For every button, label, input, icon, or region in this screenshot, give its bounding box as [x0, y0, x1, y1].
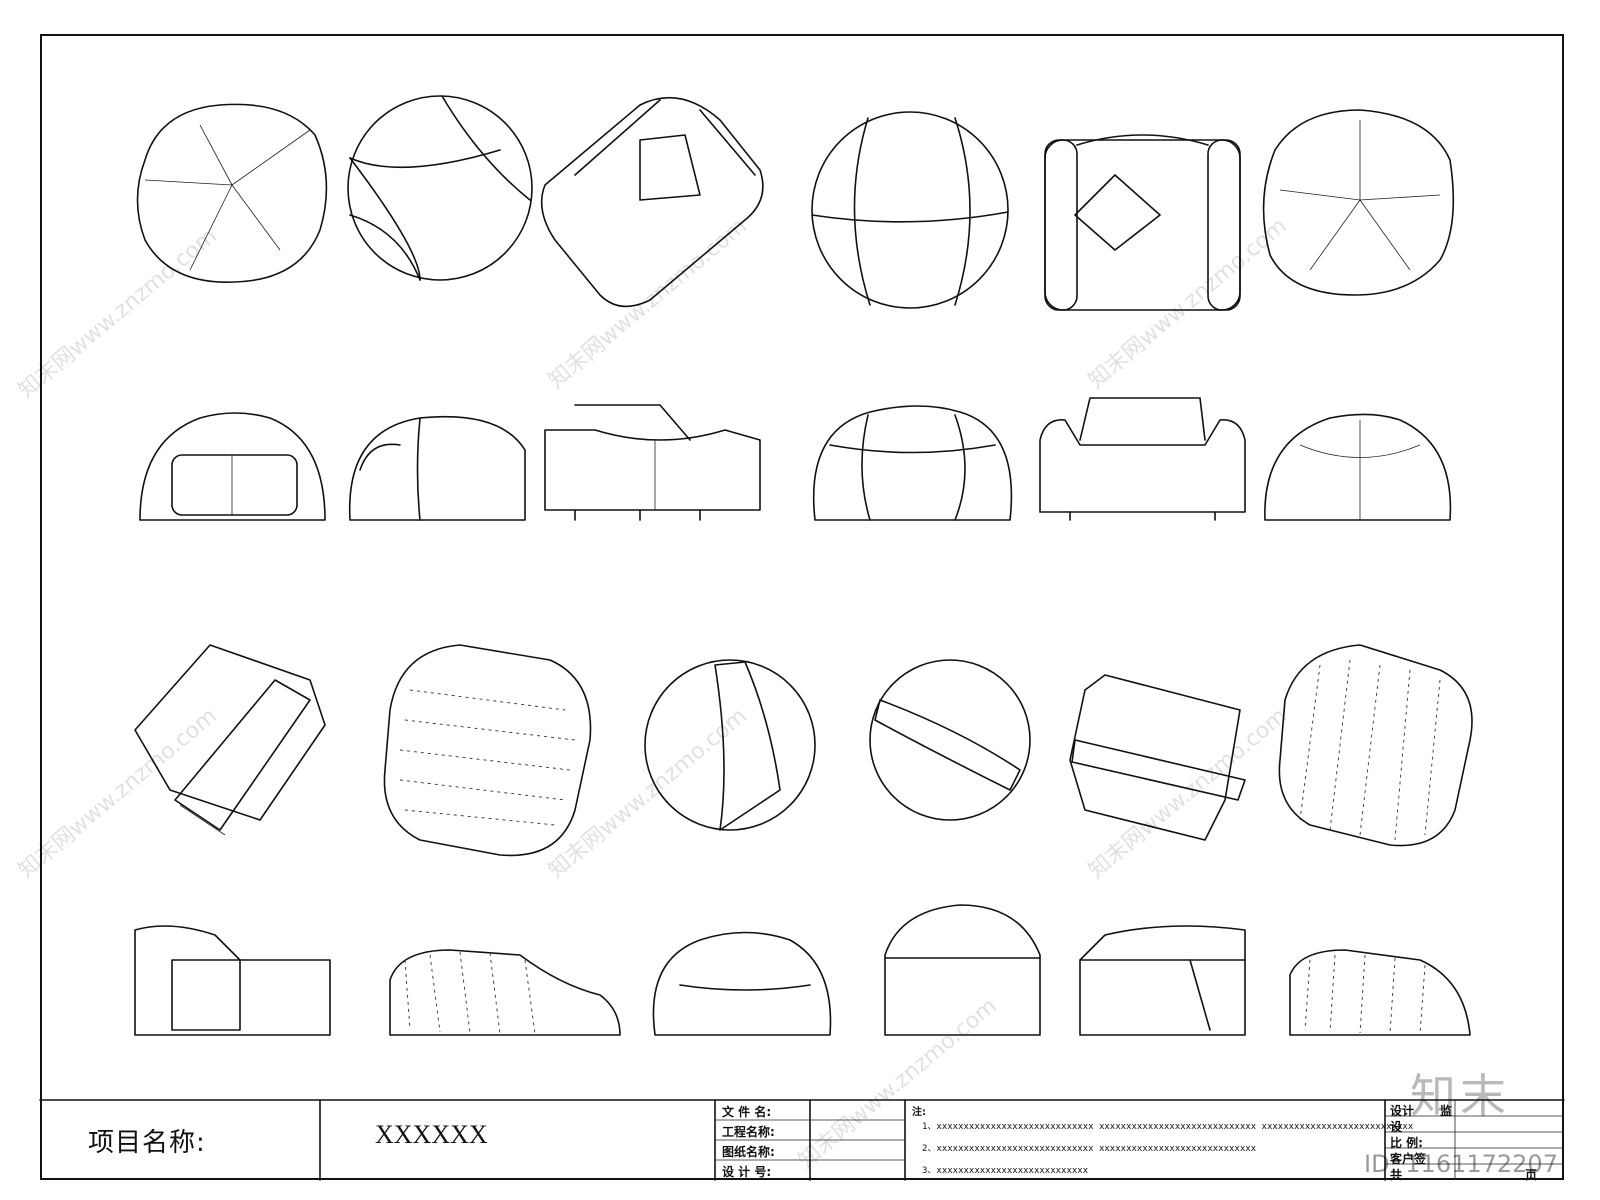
lounge-throw-elevation-1 [134, 925, 331, 1036]
notes-label: 注: [912, 1107, 926, 1118]
project-name-field-label: 工程名称: [722, 1125, 775, 1139]
pouf-sphere-elevation [812, 405, 1013, 521]
woven-pouf-plan-2 [1278, 644, 1473, 847]
beanbag-throw-plan-4 [1069, 674, 1246, 841]
armchair-elevation [1039, 397, 1246, 521]
beanbag-plan-2 [1262, 109, 1455, 296]
client-signature-label: 客户签 [1390, 1152, 1427, 1166]
project-name-label: 项目名称: [88, 1128, 206, 1158]
drawing-frame [40, 34, 1564, 1180]
beanbag-throw-elevation-1 [652, 931, 832, 1036]
beanbag-throw-plan-3 [869, 659, 1031, 821]
page-label: 页 [1525, 1168, 1538, 1182]
design-label: 设 [1390, 1120, 1403, 1134]
woven-lounge-elevation-2 [1289, 949, 1471, 1036]
beanbag-throw-plan-2 [644, 659, 816, 831]
total-pages-label: 共 [1390, 1168, 1403, 1182]
pouf-round-plan [347, 95, 533, 281]
armchair-plan-square [1044, 134, 1241, 311]
title-block-grid [39, 1099, 1565, 1181]
watermark-id: ID: 1161172207 [1364, 1150, 1558, 1178]
design-number-label: 设 计 号: [722, 1165, 772, 1179]
note-line: 1、xxxxxxxxxxxxxxxxxxxxxxxxxxxxx xxxxxxxx… [922, 1122, 1414, 1132]
file-name-label: 文 件 名: [722, 1105, 772, 1119]
beanbag-plan-1 [136, 103, 328, 283]
beanbag-throw-elevation-2 [884, 904, 1041, 1036]
pouf-sphere-plan [811, 111, 1009, 309]
woven-pouf-plan-1 [383, 644, 592, 857]
drawing-name-label: 图纸名称: [722, 1145, 775, 1159]
designer-label: 设计 [1390, 1104, 1415, 1118]
sofa-chair-elevation [544, 404, 761, 521]
armchair-plan-angled [540, 97, 764, 308]
pouf-elevation [348, 415, 526, 521]
beanbag-elevation-1 [139, 412, 326, 521]
lounge-throw-elevation-2 [1079, 925, 1246, 1036]
beanbag-elevation-2 [1264, 413, 1452, 521]
woven-lounge-elevation [389, 949, 621, 1036]
beanbag-throw-plan-1 [134, 644, 326, 836]
note-line: 2、xxxxxxxxxxxxxxxxxxxxxxxxxxxxx xxxxxxxx… [922, 1144, 1257, 1154]
note-line: 3、xxxxxxxxxxxxxxxxxxxxxxxxxxxx [922, 1166, 1089, 1176]
watermark-brand: 知末 [1410, 1069, 1510, 1123]
supervisor-label: 监 [1440, 1104, 1453, 1118]
scale-label: 比 例: [1390, 1136, 1423, 1150]
project-name-value: XXXXXX [375, 1120, 488, 1149]
